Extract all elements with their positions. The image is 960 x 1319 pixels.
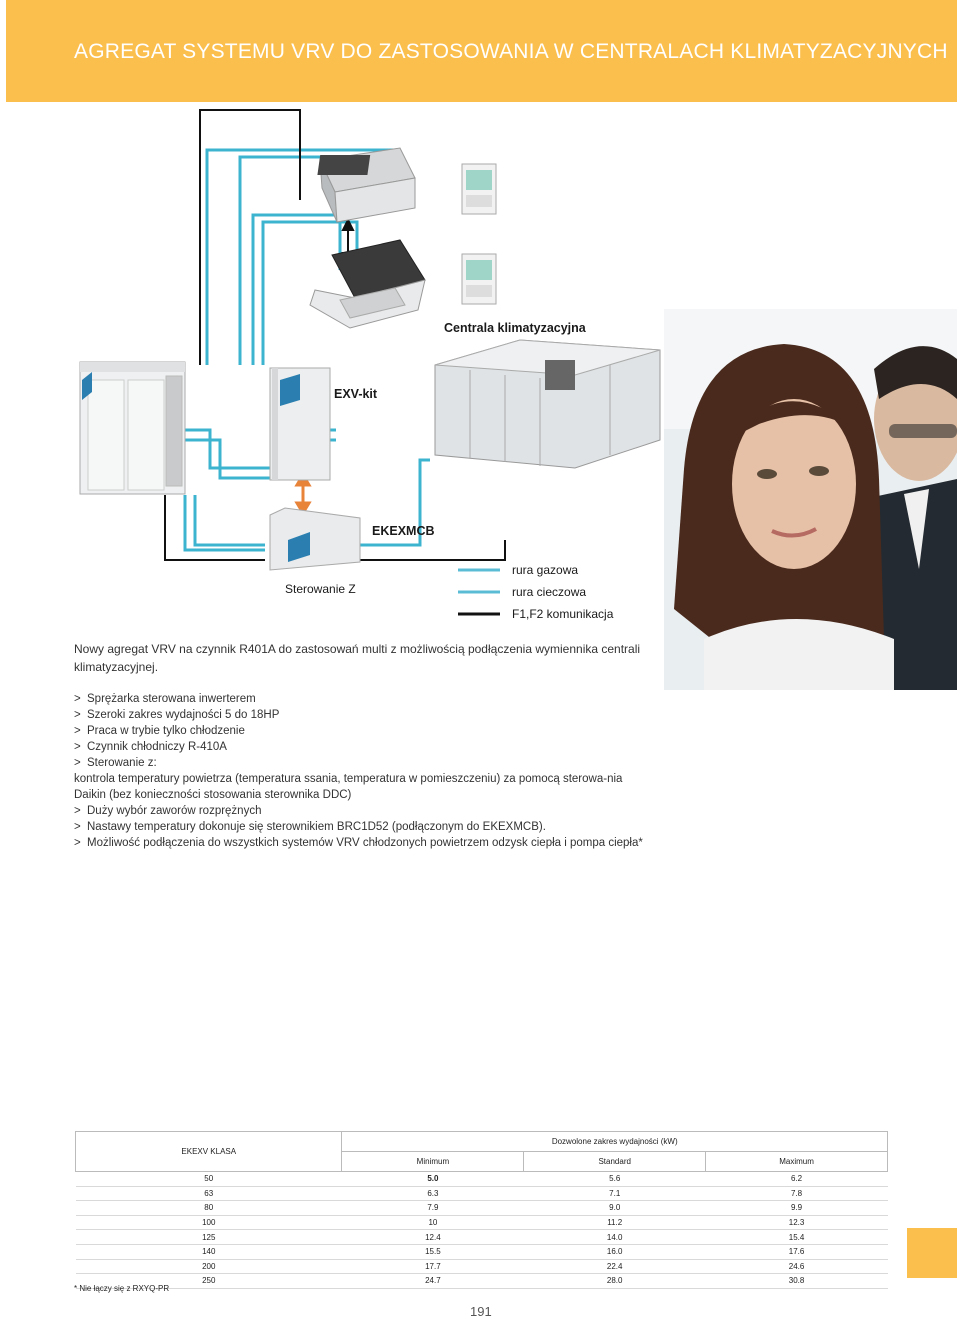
table-cell: 17.6 — [705, 1244, 888, 1260]
ekexmcb-label: EKEXMCB — [372, 524, 435, 538]
table-cell: 140 — [75, 1244, 342, 1260]
legend-gas-pipe: rura gazowa — [512, 563, 579, 577]
table-cell: 250 — [75, 1273, 342, 1289]
footnote: * Nie łączy się z RXYQ-PR — [74, 1284, 170, 1293]
list-item: >Sprężarka sterowana inwerterem — [74, 693, 256, 705]
list-item: >Duży wybór zaworów rozprężnych — [74, 805, 262, 817]
table-cell: 63 — [75, 1186, 342, 1202]
system-diagram — [79, 109, 661, 616]
table-cell: 125 — [75, 1229, 342, 1245]
table-cell: 17.7 — [341, 1259, 524, 1275]
table-cell: 15.4 — [705, 1229, 888, 1245]
table-cell: 80 — [75, 1200, 342, 1216]
table-cell: 6.3 — [341, 1186, 524, 1202]
table-cell: 22.4 — [523, 1259, 706, 1275]
list-item: kontrola temperatury powietrza (temperat… — [74, 773, 623, 801]
range-header: Dozwolone zakres wydajności (kW) — [341, 1131, 888, 1152]
ahu-label: Centrala klimatyzacyjna — [444, 321, 586, 335]
table-cell: 50 — [75, 1171, 342, 1187]
header-band: AGREGAT SYSTEMU VRV DO ZASTOSOWANIA W CE… — [6, 0, 957, 102]
list-item: >Czynnik chłodniczy R-410A — [74, 741, 227, 753]
table-cell: 12.3 — [705, 1215, 888, 1231]
control-label: Sterowanie Z — [285, 582, 356, 596]
cassette-indoor-unit — [309, 239, 426, 329]
outdoor-unit — [79, 361, 186, 495]
table-cell: 7.1 — [523, 1186, 706, 1202]
list-item: >Nastawy temperatury dokonuje się sterow… — [74, 821, 546, 833]
list-item: >Sterowanie z: — [74, 757, 157, 769]
table-cell: 16.0 — [523, 1244, 706, 1260]
col-minimum: Minimum — [341, 1151, 525, 1172]
table-cell: 30.8 — [705, 1273, 888, 1289]
legend-liquid-pipe: rura cieczowa — [512, 585, 587, 599]
exv-kit-label: EXV-kit — [334, 387, 378, 401]
exv-kit-box — [269, 367, 331, 481]
page-title: AGREGAT SYSTEMU VRV DO ZASTOSOWANIA W CE… — [74, 40, 948, 63]
table-cell: 7.9 — [341, 1200, 524, 1216]
table-cell: 5.6 — [523, 1171, 706, 1187]
col-standard: Standard — [523, 1151, 707, 1172]
legend-comm-line: F1,F2 komunikacja — [512, 607, 614, 621]
table-cell: 200 — [75, 1259, 342, 1275]
ekexmcb-box — [269, 507, 361, 571]
business-people-photo — [664, 309, 957, 690]
table-cell: 11.2 — [523, 1215, 706, 1231]
page-number: 191 — [470, 1304, 492, 1319]
table-cell: 9.0 — [523, 1200, 706, 1216]
corner-accent-square — [907, 1228, 957, 1278]
table-cell: 10 — [341, 1215, 524, 1231]
table-cell: 14.0 — [523, 1229, 706, 1245]
table-cell: 7.8 — [705, 1186, 888, 1202]
intro-paragraph: Nowy agregat VRV na czynnik R401A do zas… — [74, 642, 641, 674]
col-maximum: Maximum — [705, 1151, 888, 1172]
list-item: >Praca w trybie tylko chłodzenie — [74, 725, 245, 737]
air-handling-unit — [434, 339, 661, 469]
legend-lines — [458, 568, 500, 616]
remote-controller-2 — [461, 253, 497, 305]
table-cell: 15.5 — [341, 1244, 524, 1260]
capacity-table: EKEXV KLASA Dozwolone zakres wydajności … — [74, 1131, 888, 1289]
table-cell: 24.7 — [341, 1273, 524, 1289]
list-item: >Szeroki zakres wydajności 5 do 18HP — [74, 709, 280, 721]
duct-indoor-unit — [317, 147, 416, 223]
table-cell: 6.2 — [705, 1171, 888, 1187]
table-cell: 5.0 — [341, 1171, 524, 1187]
table-cell: 28.0 — [523, 1273, 706, 1289]
table-cell: 9.9 — [705, 1200, 888, 1216]
table-cell: 12.4 — [341, 1229, 524, 1245]
table-cell: 100 — [75, 1215, 342, 1231]
list-item: >Możliwość podłączenia do wszystkich sys… — [74, 837, 643, 849]
feature-list: >Sprężarka sterowana inwerterem >Szeroki… — [74, 691, 654, 851]
class-header: EKEXV KLASA — [74, 1131, 343, 1172]
communication-lines — [164, 109, 506, 561]
orange-arrow — [294, 472, 312, 516]
table-cell: 24.6 — [705, 1259, 888, 1275]
remote-controller-1 — [461, 163, 497, 215]
